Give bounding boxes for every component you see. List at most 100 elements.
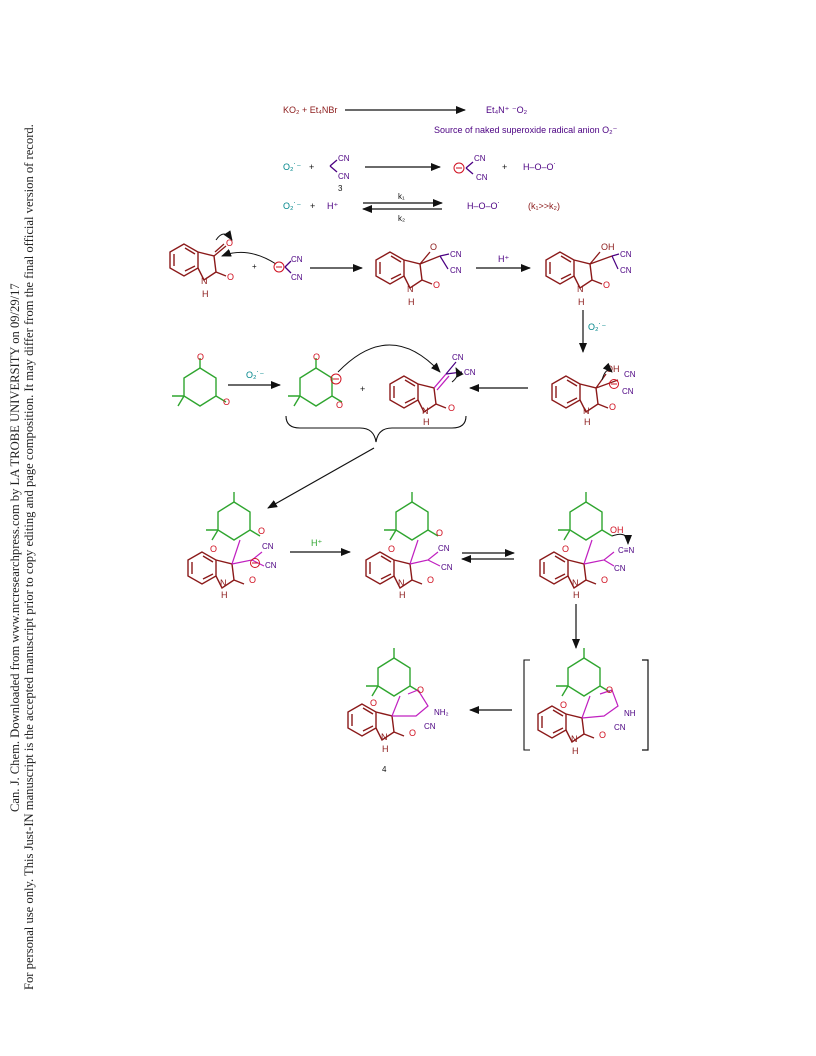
alcohol-cn-2: CN — [620, 266, 632, 275]
ylidene-structure — [389, 375, 447, 413]
alcohol-o-amide: O — [603, 280, 610, 290]
adduct-neutral-o-amide: O — [427, 575, 434, 585]
dimedone-o-bottom: O — [223, 397, 230, 407]
imine-n: N — [571, 734, 578, 744]
rate-k2: k₂ — [398, 214, 405, 223]
adduct-anion-o-1: O — [258, 526, 265, 536]
row3-hydroperoxyl: H–O–O˙ — [467, 201, 501, 211]
alcohol-oh: OH — [601, 242, 615, 252]
bracket-right — [642, 659, 649, 751]
row2-plus: + — [309, 162, 314, 172]
alkoxide-cn-2: CN — [450, 266, 462, 275]
product-n: N — [381, 732, 388, 742]
enol-h: H — [573, 590, 580, 600]
alcohol-cn-1: CN — [620, 250, 632, 259]
product-o-keto: O — [370, 698, 377, 708]
elim-cn-2: CN — [622, 387, 634, 396]
elim-cn-1: CN — [624, 370, 636, 379]
row3-plus: + — [310, 201, 315, 211]
row5-plus: + — [360, 384, 365, 394]
curly-arrow-attack — [221, 249, 277, 265]
alcohol-structure — [545, 251, 603, 289]
ylidene-n: N — [422, 406, 429, 416]
ylidene-cn-2: CN — [464, 368, 476, 377]
enol-oh: OH — [610, 525, 624, 535]
product-4-structure — [347, 647, 429, 741]
dimedone-structure — [171, 357, 227, 407]
anion-cn-bottom: CN — [291, 273, 303, 282]
adduct-anion-cn-1: CN — [262, 542, 274, 551]
imine-o-ring: O — [606, 685, 613, 695]
adduct-neutral-o-2: O — [388, 544, 395, 554]
carbanion-bonds — [465, 161, 474, 175]
rate-ratio: (k₁>>k₂) — [528, 201, 560, 211]
curly-arrow-carbonyl — [215, 230, 233, 241]
imine-o-keto: O — [560, 700, 567, 710]
ylidene-h: H — [423, 417, 430, 427]
compound-4-label: 4 — [382, 765, 387, 774]
product-o-amide: O — [409, 728, 416, 738]
malononitrile-cn-bottom: CN — [338, 172, 350, 181]
imine-h: H — [572, 746, 579, 756]
elim-o: O — [609, 402, 616, 412]
row3-proton: H⁺ — [327, 201, 338, 211]
adduct-neutral-n: N — [398, 578, 405, 588]
alkoxide-o: O — [430, 242, 437, 252]
adduct-anion-structure — [187, 491, 265, 589]
elim-h: H — [584, 417, 591, 427]
row2-superoxide: O₂˙⁻ — [283, 162, 301, 172]
enol-cen: C≡N — [618, 546, 634, 555]
elim-oh: OH — [606, 364, 620, 374]
alcohol-h: H — [578, 297, 585, 307]
product-nh2: NH₂ — [434, 708, 449, 717]
alkoxide-h: H — [408, 297, 415, 307]
bracket-left — [523, 659, 530, 751]
isatin-n: N — [201, 276, 208, 286]
adduct-neutral-structure — [365, 491, 441, 589]
row1-note: Source of naked superoxide radical anion… — [434, 125, 618, 135]
isatin-o-ketone: O — [226, 238, 233, 248]
arrow-diagonal — [267, 447, 375, 509]
adduct-anion-h: H — [221, 590, 228, 600]
grouping-brace — [285, 415, 467, 443]
dimedone-anion-structure — [287, 357, 343, 407]
imine-nh: NH — [624, 709, 636, 718]
row4-proton: H⁺ — [498, 254, 509, 264]
product-h: H — [382, 744, 389, 754]
row6-proton: H⁺ — [311, 538, 322, 548]
elim-n: N — [583, 406, 590, 416]
isatin-h: H — [202, 289, 209, 299]
enol-o-2: O — [562, 544, 569, 554]
row3-superoxide: O₂˙⁻ — [283, 201, 301, 211]
row4-superoxide: O₂˙⁻ — [588, 322, 606, 332]
anion-cn-top: CN — [291, 255, 303, 264]
adduct-anion-o-amide: O — [249, 575, 256, 585]
adduct-neutral-cn-1: CN — [438, 544, 450, 553]
row2-plus-2: + — [502, 162, 507, 172]
row5-superoxide: O₂˙⁻ — [246, 370, 264, 380]
alkoxide-cn-1: CN — [450, 250, 462, 259]
adduct-anion-o-2: O — [210, 544, 217, 554]
product-cn: CN — [424, 722, 436, 731]
enol-o-amide: O — [601, 575, 608, 585]
alkoxide-n: N — [407, 284, 414, 294]
malononitrile-bonds — [329, 159, 338, 173]
oxide-elimination-structure — [551, 375, 609, 413]
cyclized-imine-structure — [537, 647, 619, 743]
malononitrile-cn-top: CN — [338, 154, 350, 163]
alkoxide-o-amide: O — [433, 280, 440, 290]
dimedone-anion-o-top: O — [313, 352, 320, 362]
row4-plus: + — [252, 262, 257, 271]
adduct-anion-cn-2: CN — [265, 561, 277, 570]
dimedone-anion-charge — [330, 373, 342, 385]
imine-o-amide: O — [599, 730, 606, 740]
row1-product: Et₄N⁺ ⁻O₂ — [486, 105, 528, 115]
dimedone-o-top: O — [197, 352, 204, 362]
alcohol-n: N — [577, 284, 584, 294]
ylidene-o: O — [448, 403, 455, 413]
rate-k1: k₁ — [398, 192, 405, 201]
enol-cn: CN — [614, 564, 626, 573]
adduct-neutral-cn-2: CN — [441, 563, 453, 572]
alkoxide-structure — [375, 251, 433, 289]
enol-structure — [539, 491, 615, 589]
